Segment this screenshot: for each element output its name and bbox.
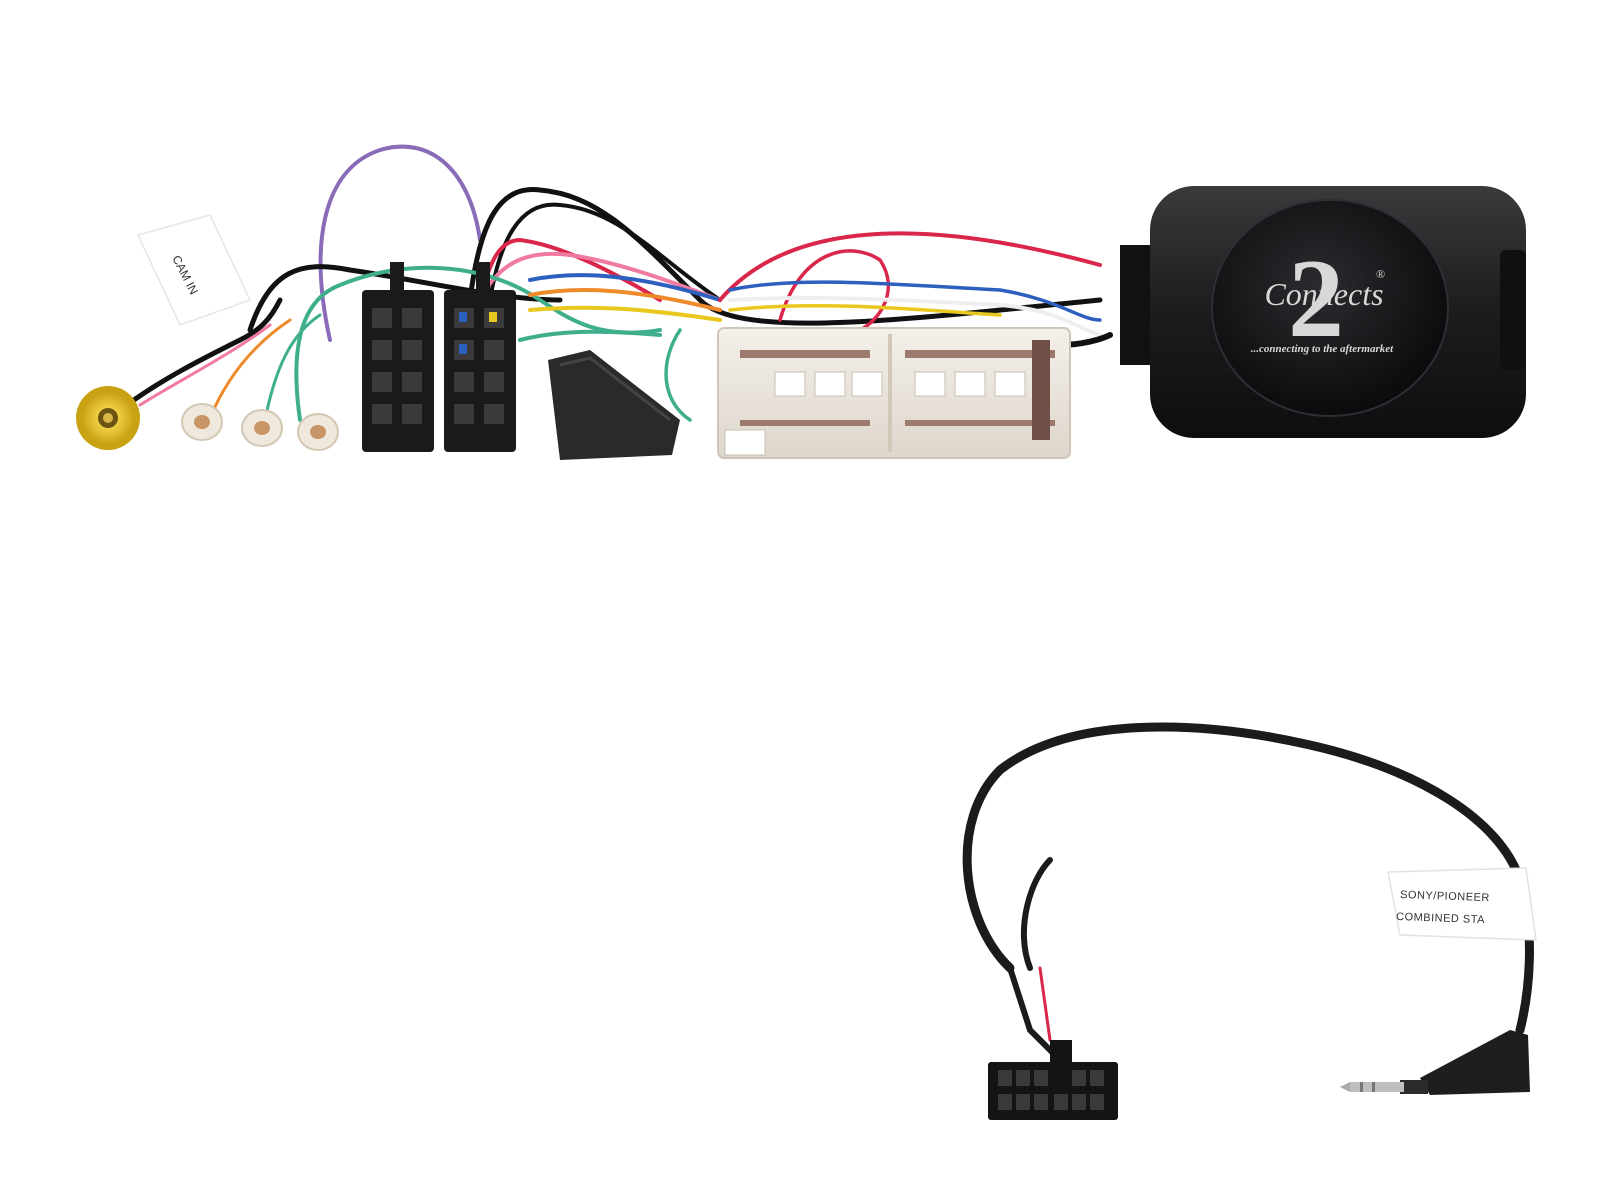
lead-tag: SONY/PIONEER COMBINED STA <box>1387 867 1537 941</box>
module-registered-mark: ® <box>1376 267 1385 281</box>
bullet-connectors <box>181 403 339 451</box>
camera-tag: CAM IN <box>136 214 252 326</box>
wire-bundle <box>117 144 1113 422</box>
module-brand-numeral: 2 <box>1288 237 1344 361</box>
vehicle-connector <box>717 327 1071 459</box>
fuse-holder <box>548 350 680 460</box>
iso-connector-right <box>444 262 516 452</box>
module-tagline: ...connecting to the aftermarket <box>1251 343 1394 355</box>
molex-connector <box>988 1040 1118 1120</box>
lead-tag-line-2: COMBINED STA <box>1396 911 1485 926</box>
iso-connector-left <box>362 262 434 452</box>
bullet-connector-1 <box>181 403 223 441</box>
module-brand-script: Connects <box>1264 276 1383 312</box>
lead-tag-line-1: SONY/PIONEER <box>1400 889 1490 904</box>
rca-connector <box>76 386 140 450</box>
stereo-jack <box>1340 1030 1530 1095</box>
bullet-connector-3 <box>297 413 339 451</box>
interface-module: 2 Connects ® ...connecting to the afterm… <box>1120 186 1526 438</box>
bullet-connector-2 <box>241 409 283 447</box>
